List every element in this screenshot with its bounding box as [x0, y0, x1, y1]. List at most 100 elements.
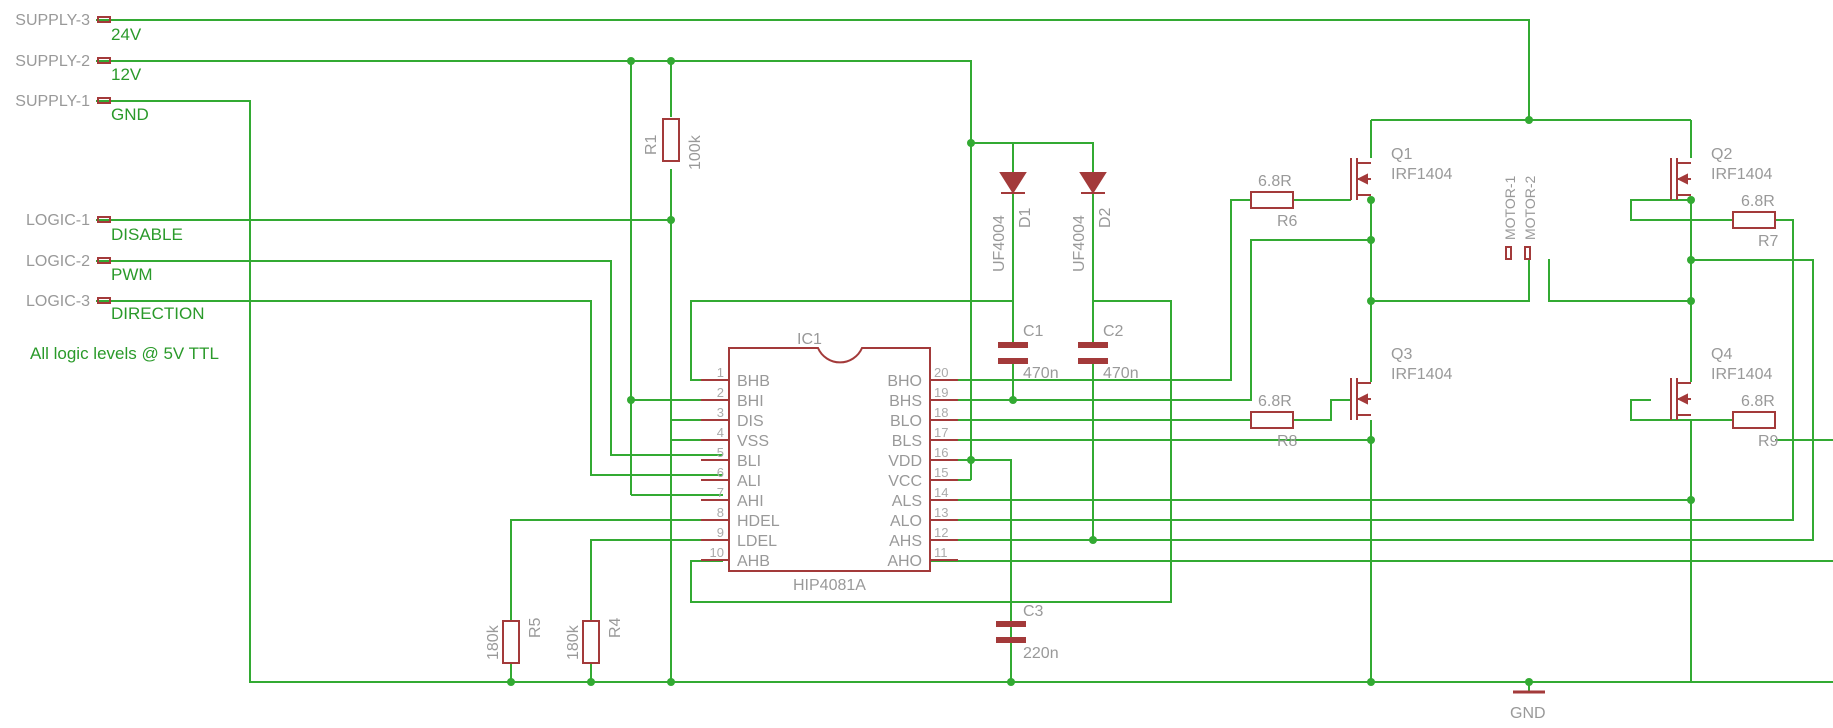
ic-pin-name: VCC: [888, 473, 922, 490]
q4-name: Q4: [1711, 346, 1732, 363]
ic-pin-number: 8: [717, 505, 724, 520]
r7-value: 6.8R: [1741, 193, 1775, 210]
ic-pin-name: VDD: [888, 453, 922, 470]
net-direction-label: DIRECTION: [111, 304, 205, 323]
ic-pin-number: 4: [717, 425, 724, 440]
ic-pin-number: 12: [934, 525, 948, 540]
ic-pin-name: ALS: [892, 493, 922, 510]
ic-pin-number: 19: [934, 385, 948, 400]
capacitor-c1: C1 470n: [998, 323, 1059, 382]
r5-name: R5: [527, 617, 544, 638]
ic-pin-number: 9: [717, 525, 724, 540]
resistor-r6: 6.8R R6: [1250, 173, 1298, 230]
ic-hip4081a: IC1 HIP4081A 1BHB2BHI3DIS4VSS5BLI6ALI7AH…: [701, 331, 958, 594]
supply1-label: SUPPLY-1: [15, 93, 90, 110]
ic-pin-number: 14: [934, 485, 948, 500]
ic-right-pins: 20BHO19BHS18BLO17BLS16VDD15VCC14ALS13ALO…: [887, 365, 958, 570]
logic3-label: LOGIC-3: [26, 293, 90, 310]
ic-pin-name: BLO: [890, 413, 922, 430]
gnd-symbol-label: GND: [1510, 705, 1546, 722]
resistor-r4: 180k R4: [565, 617, 624, 664]
ic-pin-number: 6: [717, 465, 724, 480]
ic-pin-name: AHS: [889, 533, 922, 550]
ic-pin-name: BHB: [737, 373, 770, 390]
ic-pin-name: DIS: [737, 413, 764, 430]
c2-name: C2: [1103, 323, 1124, 340]
ic-pin-name: BLI: [737, 453, 761, 470]
r5-value: 180k: [485, 624, 502, 660]
resistor-r1: R1 100k: [643, 118, 704, 170]
ic-pin-number: 18: [934, 405, 948, 420]
ic-pin-number: 5: [717, 445, 724, 460]
ic-pin-number: 1: [717, 365, 724, 380]
ic-value: HIP4081A: [793, 577, 866, 594]
r8-value: 6.8R: [1258, 393, 1292, 410]
q1-name: Q1: [1391, 146, 1412, 163]
resistor-r9: 6.8R R9: [1732, 393, 1779, 450]
c1-value: 470n: [1023, 365, 1059, 382]
c2-value: 470n: [1103, 365, 1139, 382]
r6-value: 6.8R: [1258, 173, 1292, 190]
ic-left-pins: 1BHB2BHI3DIS4VSS5BLI6ALI7AHI8HDEL9LDEL10…: [701, 365, 780, 570]
ic-pin-number: 10: [710, 545, 724, 560]
c3-value: 220n: [1023, 645, 1059, 662]
net-disable-label: DISABLE: [111, 225, 183, 244]
r8-name: R8: [1277, 433, 1298, 450]
r7-name: R7: [1758, 233, 1779, 250]
r9-name: R9: [1758, 433, 1779, 450]
capacitor-c3: C3 220n: [996, 460, 1059, 662]
capacitor-c2: C2 470n: [1078, 323, 1139, 382]
resistor-r5: 180k R5: [485, 617, 544, 664]
supply2-label: SUPPLY-2: [15, 53, 90, 70]
ic-pin-name: BHS: [889, 393, 922, 410]
d1-value: UF4004: [991, 215, 1008, 272]
r4-value: 180k: [565, 624, 582, 660]
net-12v-label: 12V: [111, 65, 142, 84]
r1-value: 100k: [687, 134, 704, 170]
q3-value: IRF1404: [1391, 366, 1452, 383]
diode-d1: UF4004 D1: [991, 172, 1034, 272]
ic-name: IC1: [797, 331, 822, 348]
resistor-r7: 6.8R R7: [1732, 193, 1779, 250]
logic2-label: LOGIC-2: [26, 253, 90, 270]
mosfet-q3: Q3 IRF1404: [1350, 346, 1452, 420]
ic-pin-number: 13: [934, 505, 948, 520]
ic-pin-number: 20: [934, 365, 948, 380]
ic-pin-name: BLS: [892, 433, 922, 450]
motor1-label: MOTOR-1: [1502, 175, 1518, 240]
net-24v-label: 24V: [111, 25, 142, 44]
ic-pin-name: ALI: [737, 473, 761, 490]
wires: [96, 19, 1833, 692]
ic-pin-number: 15: [934, 465, 948, 480]
junctions: [507, 57, 1695, 686]
ic-pin-name: AHI: [737, 493, 764, 510]
c1-name: C1: [1023, 323, 1044, 340]
r1-name: R1: [643, 134, 660, 155]
ic-pin-name: BHI: [737, 393, 764, 410]
mosfet-q4: Q4 IRF1404: [1670, 346, 1772, 420]
q4-value: IRF1404: [1711, 366, 1772, 383]
diode-d2: UF4004 D2: [1071, 172, 1114, 272]
ic-pin-number: 3: [717, 405, 724, 420]
ic-pin-name: BHO: [887, 373, 922, 390]
d2-value: UF4004: [1071, 215, 1088, 272]
c3-name: C3: [1023, 603, 1044, 620]
r6-name: R6: [1277, 213, 1298, 230]
q2-value: IRF1404: [1711, 166, 1772, 183]
ic-pin-name: VSS: [737, 433, 769, 450]
ground-symbol: GND: [1510, 690, 1546, 722]
motor2-label: MOTOR-2: [1522, 175, 1538, 240]
motor-connector: MOTOR-1 MOTOR-2: [1502, 175, 1538, 260]
q2-name: Q2: [1711, 146, 1732, 163]
ic-pin-number: 7: [717, 485, 724, 500]
q1-value: IRF1404: [1391, 166, 1452, 183]
q3-name: Q3: [1391, 346, 1412, 363]
r9-value: 6.8R: [1741, 393, 1775, 410]
ic-pin-number: 16: [934, 445, 948, 460]
ic-pin-name: AHO: [887, 553, 922, 570]
ic-pin-name: LDEL: [737, 533, 777, 550]
supply-connectors: SUPPLY-3 SUPPLY-2 SUPPLY-1 LOGIC-1 LOGIC…: [15, 12, 219, 363]
ic-pin-number: 11: [934, 545, 948, 560]
ic-pin-name: AHB: [737, 553, 770, 570]
